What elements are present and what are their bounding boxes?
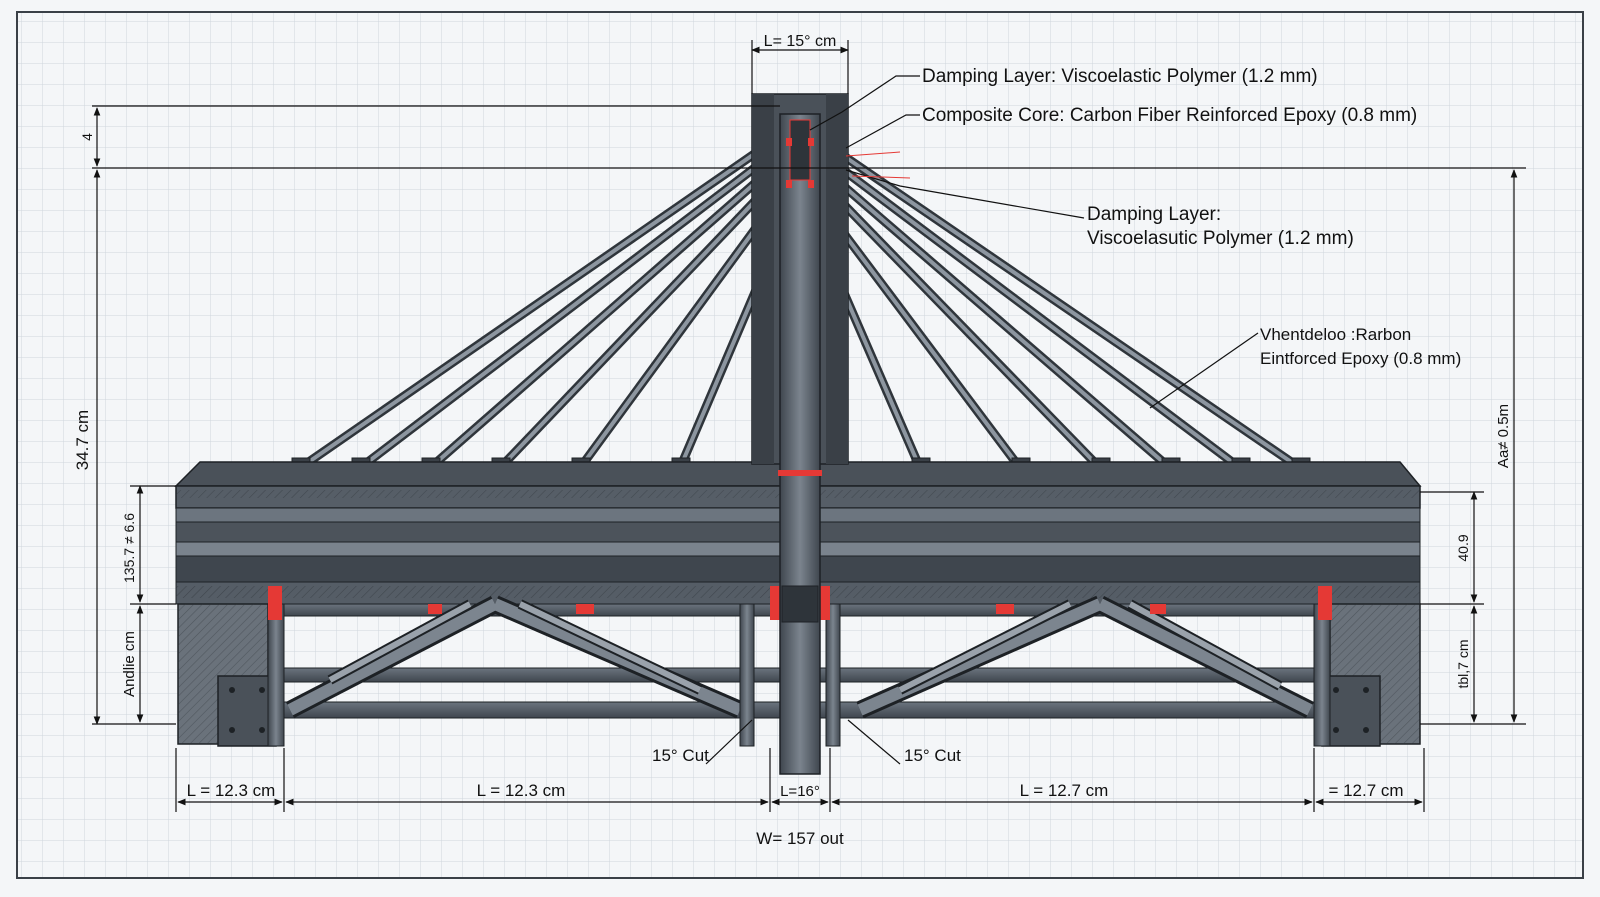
dim-seg-2: L = 12.3 cm bbox=[477, 781, 566, 800]
truss bbox=[177, 586, 1421, 747]
dimension-lines bbox=[92, 40, 1526, 812]
pylon bbox=[751, 93, 849, 775]
dim-right-deck: 40.9 bbox=[1455, 534, 1471, 561]
label-cut-left: 15° Cut bbox=[652, 746, 709, 765]
frame-border bbox=[16, 11, 1584, 879]
dim-left-top-small: 4 bbox=[79, 133, 95, 141]
dim-right-lower: tbl,7 cm bbox=[1455, 639, 1471, 688]
callout-damping-top: Damping Layer: Viscoelastic Polymer (1.2… bbox=[922, 66, 1318, 87]
red-leader-accents bbox=[845, 151, 911, 179]
callout-labels: Damping Layer: Viscoelastic Polymer (1.2… bbox=[922, 66, 1461, 368]
dim-seg-center: L=16° bbox=[780, 783, 820, 800]
callout-vhent-line2: Eintforced Epoxy (0.8 mm) bbox=[1260, 349, 1461, 368]
dim-left-deck: 135.7 ≠ 6.6 bbox=[121, 513, 137, 583]
dim-overall-width: W= 157 out bbox=[756, 829, 844, 848]
callout-composite-top: Composite Core: Carbon Fiber Reinforced … bbox=[922, 105, 1417, 126]
dim-right-total-height: Aa≠ 0.5m bbox=[1495, 404, 1512, 468]
dim-seg-3: L = 12.7 cm bbox=[1020, 781, 1109, 800]
callout-damping-mid-line1: Damping Layer: bbox=[1087, 204, 1221, 225]
dim-left-total-height: 34.7 cm bbox=[73, 410, 92, 470]
label-cut-right: 15° Cut bbox=[904, 746, 961, 765]
dim-seg-1: L = 12.3 cm bbox=[187, 781, 276, 800]
dim-seg-4: = 12.7 cm bbox=[1328, 781, 1403, 800]
callout-damping-mid-line2: Viscoelasutic Polymer (1.2 mm) bbox=[1087, 228, 1354, 249]
dim-top-width: L= 15° cm bbox=[764, 33, 837, 50]
callout-vhent-line1: Vhentdeloo :Rarbon bbox=[1260, 325, 1411, 344]
dim-left-lower: Andlie cm bbox=[121, 631, 138, 697]
dimension-labels: L= 15° cm 4 34.7 cm 135.7 ≠ 6.6 Andlie c… bbox=[73, 33, 1512, 848]
